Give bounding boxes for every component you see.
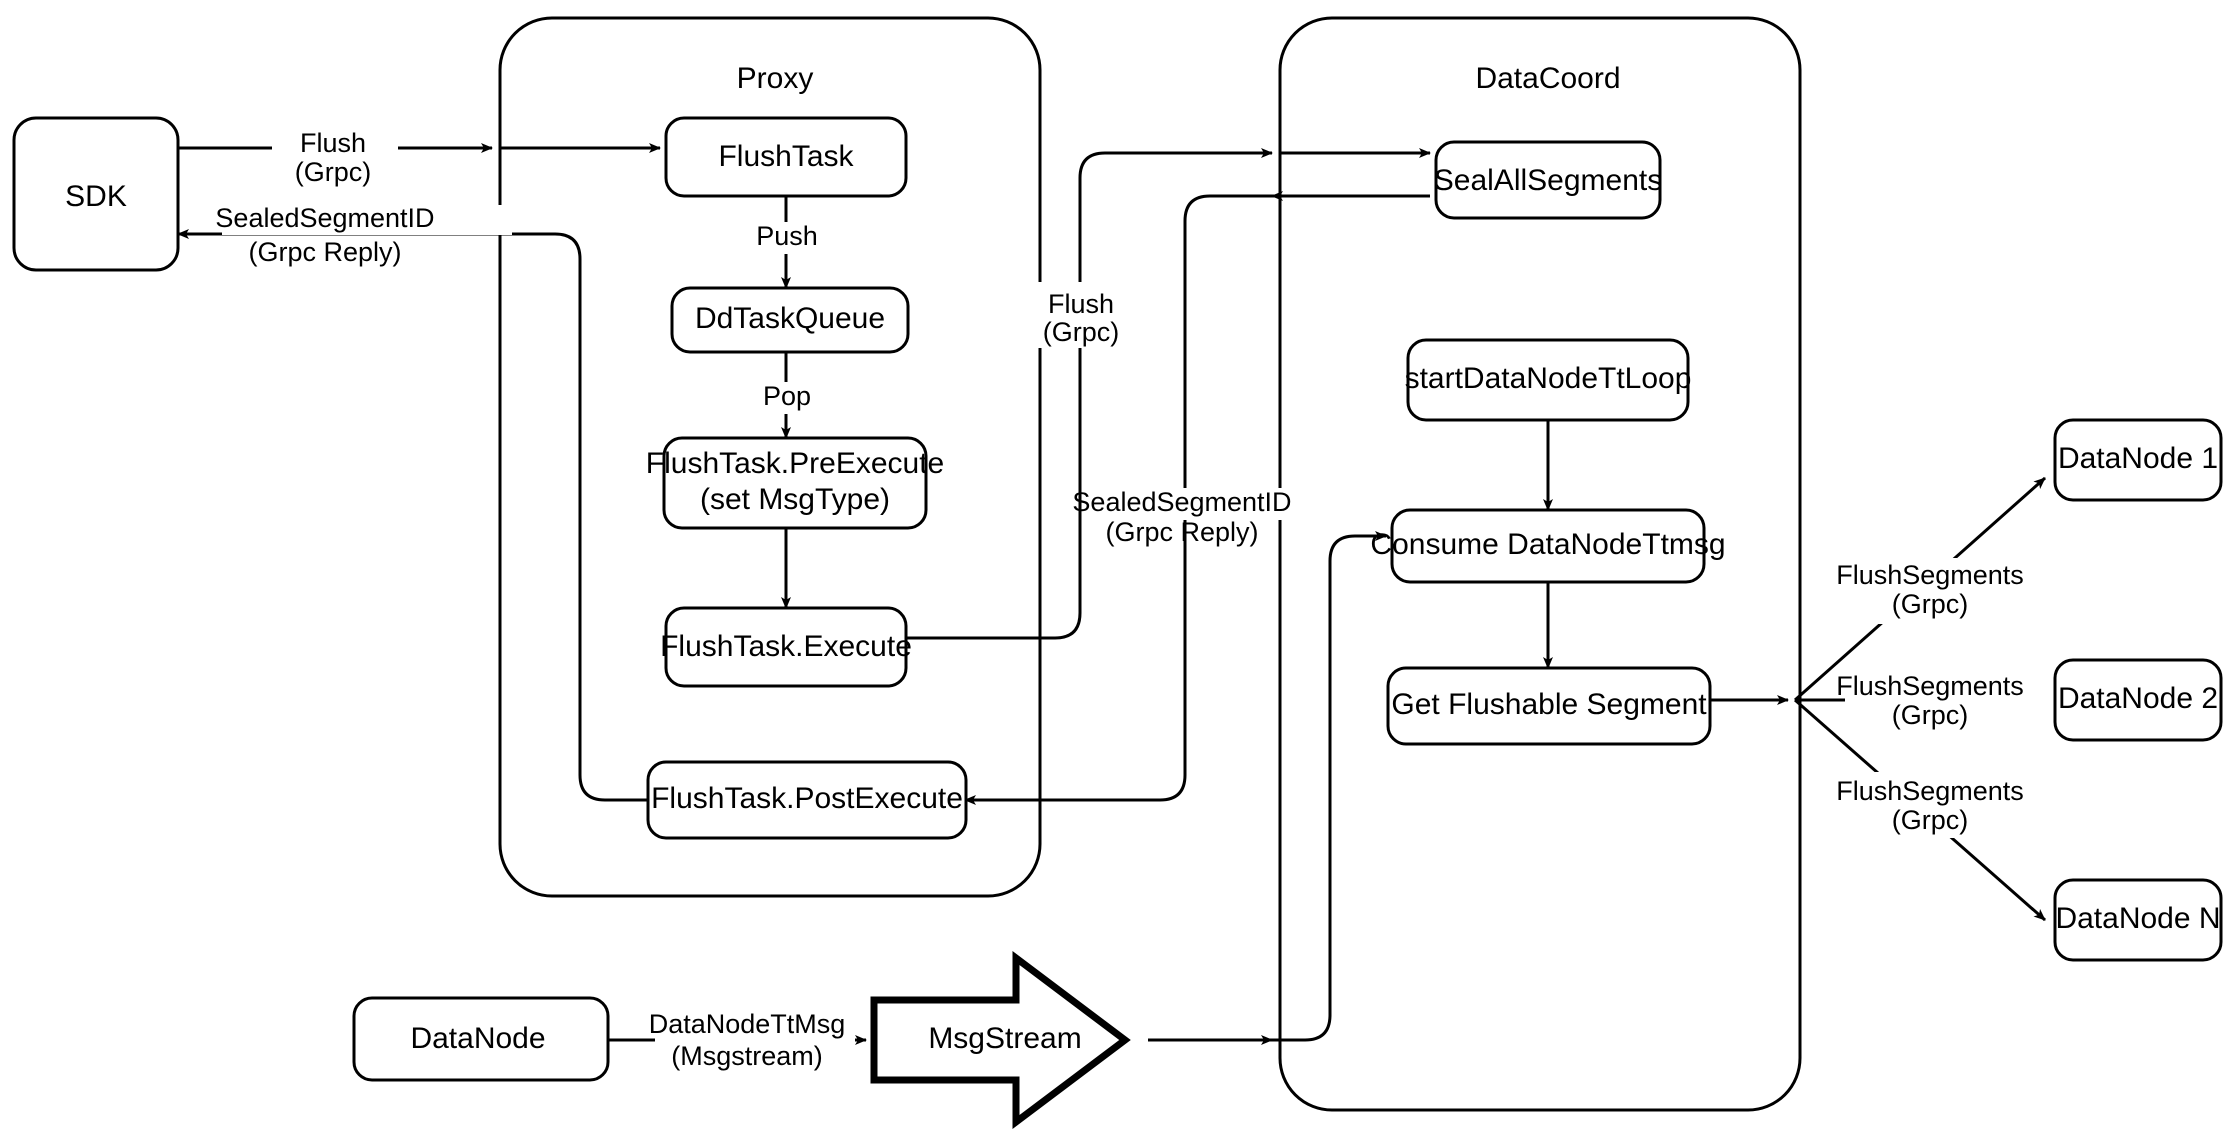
datacoord-container: DataCoord: [1278, 16, 1802, 1112]
node-msgstream-label: MsgStream: [928, 1022, 1081, 1055]
node-sdk[interactable]: SDK: [12, 116, 180, 272]
node-start-datanode-ttloop-label: startDataNodeTtLoop: [1405, 362, 1692, 395]
edge-datacoord-rail-to-consume: [1272, 531, 1387, 1042]
node-datanode-n[interactable]: DataNode N: [2053, 878, 2223, 962]
node-get-flushable-segment[interactable]: Get Flushable Segment: [1386, 666, 1712, 746]
node-seal-all-segments-label: SealAllSegments: [1434, 164, 1662, 197]
node-start-datanode-ttloop[interactable]: startDataNodeTtLoop: [1405, 338, 1692, 422]
edge-label-sdk-to-proxy-line1: Flush: [300, 128, 366, 158]
edge-label-flush-segments-2: FlushSegments (Grpc): [1836, 668, 2050, 734]
node-flush-task-preexecute-label-line1: FlushTask.PreExecute: [646, 447, 944, 480]
node-flush-task-postexecute[interactable]: FlushTask.PostExecute: [646, 760, 968, 840]
edge-label-pop: Pop: [763, 381, 811, 411]
edge-label-proxy-to-coord-line2: (Grpc): [1043, 317, 1120, 347]
edge-label-datanode-ttmsg-line1: DataNodeTtMsg: [649, 1009, 846, 1039]
node-consume-datanode-ttmsg-label: Consume DataNodeTtmsg: [1370, 528, 1725, 561]
edge-label-sdk-to-proxy: Flush (Grpc): [272, 118, 398, 187]
edge-label-flush-segments-n: FlushSegments (Grpc): [1836, 772, 2050, 838]
node-flush-task-execute-label: FlushTask.Execute: [660, 630, 912, 663]
datacoord-container-label: DataCoord: [1475, 62, 1620, 95]
edge-label-push: Push: [756, 221, 818, 251]
edge-label-flush-segments-1-line1: FlushSegments: [1836, 560, 2024, 590]
edge-label-coord-to-proxy-line1: SealedSegmentID: [1072, 487, 1291, 517]
edge-label-proxy-to-coord: Flush (Grpc): [1038, 282, 1150, 348]
node-sdk-label: SDK: [65, 180, 127, 213]
edge-label-flush-segments-1: FlushSegments (Grpc): [1836, 558, 2050, 624]
node-flush-task-preexecute[interactable]: FlushTask.PreExecute (set MsgType): [646, 436, 944, 530]
edge-label-sdk-to-proxy-line2: (Grpc): [295, 157, 372, 187]
node-flush-task-preexecute-label-line2: (set MsgType): [700, 483, 890, 516]
edge-label-proxy-to-sdk-line1: SealedSegmentID: [215, 203, 434, 233]
edge-label-proxy-to-coord-line1: Flush: [1048, 289, 1114, 319]
edge-label-flush-segments-2-line1: FlushSegments: [1836, 671, 2024, 701]
edge-label-pop: Pop: [752, 381, 822, 414]
edge-label-datanode-ttmsg-line2: (Msgstream): [671, 1041, 823, 1071]
edge-label-coord-to-proxy-line2: (Grpc Reply): [1105, 517, 1258, 547]
edge-label-coord-to-proxy: SealedSegmentID (Grpc Reply): [1072, 487, 1291, 547]
edge-label-flush-segments-n-line1: FlushSegments: [1836, 776, 2024, 806]
node-dd-task-queue-label: DdTaskQueue: [695, 302, 885, 335]
edge-label-proxy-to-sdk-line2: (Grpc Reply): [248, 237, 401, 267]
node-datanode-1[interactable]: DataNode 1: [2053, 418, 2223, 502]
edge-label-flush-segments-n-line2: (Grpc): [1892, 805, 1969, 835]
node-datanode-n-label: DataNode N: [2055, 902, 2220, 935]
node-datanode-2[interactable]: DataNode 2: [2053, 658, 2223, 742]
proxy-container-label: Proxy: [737, 62, 814, 95]
node-datanode-1-label: DataNode 1: [2058, 442, 2218, 475]
edge-label-proxy-to-sdk: SealedSegmentID (Grpc Reply): [215, 203, 512, 267]
node-flush-task-postexecute-label: FlushTask.PostExecute: [651, 782, 963, 815]
node-get-flushable-segment-label: Get Flushable Segment: [1391, 688, 1707, 721]
proxy-container: Proxy: [498, 16, 1042, 898]
edge-postexecute-to-sdk-rail: [492, 232, 648, 802]
edge-execute-to-sealallsegments: [905, 148, 1273, 640]
node-flush-task[interactable]: FlushTask: [664, 116, 908, 198]
node-consume-datanode-ttmsg[interactable]: Consume DataNodeTtmsg: [1370, 508, 1726, 584]
edge-label-datanode-ttmsg: DataNodeTtMsg (Msgstream): [649, 1009, 855, 1071]
node-seal-all-segments[interactable]: SealAllSegments: [1434, 140, 1662, 220]
node-datanode-source-label: DataNode: [410, 1022, 545, 1055]
edge-label-flush-segments-1-line2: (Grpc): [1892, 589, 1969, 619]
edge-label-flush-segments-2-line2: (Grpc): [1892, 700, 1969, 730]
node-datanode-source[interactable]: DataNode: [352, 996, 610, 1082]
edge-label-push: Push: [748, 221, 826, 254]
node-flush-task-label: FlushTask: [718, 140, 854, 173]
node-flush-task-execute[interactable]: FlushTask.Execute: [660, 606, 912, 688]
node-dd-task-queue[interactable]: DdTaskQueue: [670, 286, 910, 354]
node-datanode-2-label: DataNode 2: [2058, 682, 2218, 715]
node-msgstream[interactable]: MsgStream: [870, 950, 1131, 1130]
